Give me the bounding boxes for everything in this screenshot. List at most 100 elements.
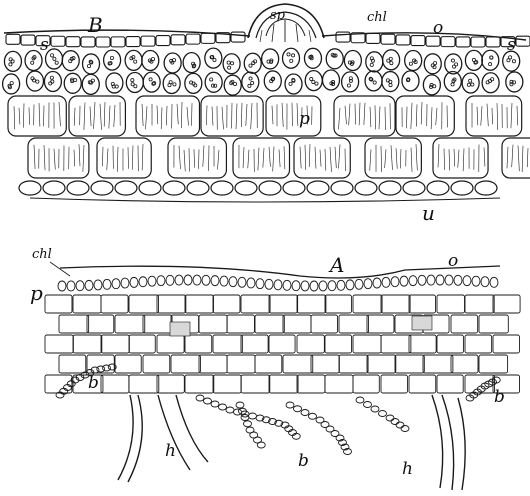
cell-striation — [339, 108, 340, 130]
epidermal-cell — [381, 34, 395, 44]
cell-striation — [79, 144, 80, 166]
chlorenchyma-cell — [26, 71, 43, 91]
chlorenchyma-cell — [285, 74, 302, 94]
panel-a-chlorenchyma-cell — [373, 278, 381, 288]
chloroplast — [49, 82, 52, 85]
panel-a-chlorenchyma-cell — [85, 280, 93, 290]
panel-a-chlorenchyma-cell — [310, 281, 318, 291]
panel-a-parenchyma-cell — [213, 295, 240, 313]
lower-epidermal-cell — [139, 181, 161, 195]
cell-striation — [325, 149, 326, 171]
panel-a-chlorenchyma-cell — [391, 277, 399, 287]
panel-a-parenchyma-cell — [73, 335, 102, 353]
panel-a-parenchyma-cell — [297, 335, 324, 353]
cell-striation — [517, 106, 518, 126]
chloroplast — [110, 56, 113, 59]
cell-striation — [84, 103, 85, 130]
panel-a-parenchyma-cell — [241, 335, 268, 353]
cell-striation — [279, 150, 280, 168]
panel-a-parenchyma-cell — [269, 335, 295, 353]
lower-epidermal-cell — [67, 181, 89, 195]
panel-b-chlorenchyma-cells — [3, 48, 523, 95]
cell-striation — [44, 145, 45, 170]
panel-a-chlorenchyma-cell — [283, 280, 291, 290]
cell-striation — [282, 103, 283, 127]
panel-a-parenchyma-cell — [297, 295, 326, 313]
panel-b-title: B — [87, 13, 103, 37]
chloroplast — [409, 62, 412, 65]
panel-a-chlorenchyma-cell — [175, 275, 183, 285]
chloroplast — [53, 57, 56, 60]
bead-cell — [204, 398, 212, 404]
cell-striation — [74, 108, 75, 126]
bead-cell — [401, 426, 409, 432]
panel-a-chlorenchyma-cell — [94, 280, 102, 290]
chlorenchyma-cell — [4, 51, 21, 71]
epidermal-cell — [126, 37, 140, 47]
parenchyma-cell — [8, 96, 66, 136]
cell-striation — [507, 147, 508, 169]
panel-a-parenchyma-cell — [451, 315, 478, 333]
panel-a-parenchyma-cell — [185, 375, 214, 393]
cell-striation — [203, 145, 204, 166]
cell-striation — [236, 103, 237, 129]
cell-striation — [305, 145, 306, 170]
epidermal-cell — [141, 36, 155, 46]
parenchyma-cell — [136, 96, 199, 136]
lower-epidermal-cell — [307, 181, 329, 195]
chloroplast — [248, 84, 251, 87]
chlorenchyma-cell — [283, 48, 300, 68]
panel-a-parenchyma-cell — [311, 355, 339, 373]
epidermal-cell — [66, 37, 80, 47]
chloroplast — [455, 63, 458, 66]
label-h-left: h — [165, 441, 176, 461]
chloroplast — [512, 60, 515, 63]
chlorenchyma-cell — [482, 50, 499, 70]
label-s-right: s — [507, 35, 516, 55]
label-b-left: b — [88, 373, 99, 393]
chloroplast — [50, 54, 53, 57]
label-sp: sp — [270, 8, 286, 23]
cell-striation — [218, 150, 219, 170]
chloroplast — [231, 62, 234, 65]
cell-striation — [484, 147, 485, 166]
panel-a-chlorenchyma-cell — [184, 275, 192, 285]
cuticle-line — [4, 30, 526, 40]
bead-cell — [294, 406, 302, 412]
panel-a-parenchyma-cell — [353, 295, 382, 313]
panel-a-chlorenchyma-cell — [382, 277, 390, 287]
panel-a-parenchyma-cell — [45, 335, 73, 353]
cell-striation — [269, 147, 270, 167]
cell-striation — [411, 147, 412, 171]
lower-epidermal-cell — [43, 181, 65, 195]
cell-striation — [128, 147, 129, 168]
cell-striation — [187, 107, 188, 125]
panel-a-parenchyma-cell — [353, 335, 381, 353]
label-chl-b: chl — [367, 10, 387, 25]
label-b-right: b — [494, 387, 505, 407]
panel-a-parenchyma-cell — [115, 315, 145, 333]
chloroplast — [510, 83, 513, 86]
panel-a-parenchyma-cell — [437, 375, 463, 393]
hypha-strand — [176, 395, 208, 462]
panel-a-parenchyma-cell — [157, 335, 184, 353]
chloroplast — [347, 84, 350, 87]
panel-a-parenchyma-cell — [283, 315, 311, 333]
bead-cell — [103, 365, 111, 371]
cell-striation — [463, 148, 464, 171]
chloroplast — [214, 84, 217, 87]
panel-a-chlorenchyma-cell — [202, 275, 210, 285]
panel-a-parenchyma-cell — [325, 335, 352, 353]
bead-cell — [249, 413, 257, 419]
lower-epidermal-cell — [211, 181, 233, 195]
cell-striation — [241, 103, 242, 127]
panel-a-parenchyma-cell — [479, 315, 508, 333]
cell-striation — [142, 104, 143, 126]
chloroplast — [50, 76, 53, 79]
chloroplast — [169, 81, 172, 84]
panel-a-chlorenchyma-cell — [481, 277, 489, 287]
cell-striation — [284, 146, 285, 169]
epidermal-cell — [516, 36, 530, 46]
bead-cell — [364, 402, 372, 408]
cell-striation — [184, 150, 185, 171]
